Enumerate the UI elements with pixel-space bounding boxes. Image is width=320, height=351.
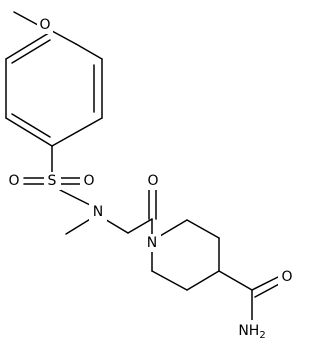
bond-nitrogen-ch2 <box>102 217 129 234</box>
methoxy-oxygen-label: O <box>39 17 50 33</box>
bond-ring-bottom-lowerleft <box>5 117 53 147</box>
sulfonyl-oxygen-right-label: O <box>83 173 94 189</box>
structure-canvas: O S O O N O N O NH2 <box>5 11 296 342</box>
molecule-drawing: O S O O N O N O NH2 <box>5 11 296 342</box>
bond-ch2-carbonyl <box>127 218 153 234</box>
bond-pip-lowerright-bottom <box>186 270 220 291</box>
sulfur-label: S <box>48 173 57 189</box>
bond-amide-o-b <box>254 282 282 298</box>
bonds <box>5 11 282 321</box>
bond-pip-n-upperright <box>159 219 188 237</box>
amide-nitrogen-nh: NH <box>238 323 259 339</box>
atom-labels: O S O O N O N O NH2 <box>5 16 296 342</box>
piperidine-nitrogen-label: N <box>147 235 157 251</box>
bond-ring-upperleft-top <box>5 30 53 60</box>
bond-methoxy-o-ring <box>51 30 77 45</box>
bond-pip-amide-carbon <box>218 270 253 291</box>
bond-nitrogen-methyl <box>65 217 93 235</box>
bond-sulfur-nitrogen <box>59 189 93 207</box>
bond-amide-o-a <box>251 276 279 291</box>
bond-ring-lowerright-bottom <box>51 117 103 147</box>
bond-pip-bottom-lowerleft <box>151 270 188 291</box>
amide-oxygen-label: O <box>281 269 292 285</box>
bond-methyl-methoxy-o <box>13 11 39 26</box>
bond-ring-inner-upperleft <box>11 39 51 64</box>
sulfonyl-oxygen-left-label: O <box>8 173 19 189</box>
sulfonamide-nitrogen-label: N <box>93 204 103 220</box>
bond-ring-top-upperright <box>75 43 103 60</box>
bond-ring-inner-lowerleft <box>11 113 51 138</box>
carbonyl-oxygen-label: O <box>147 173 158 189</box>
amide-nitrogen-subscript: 2 <box>259 330 265 341</box>
bond-pip-upperright-right <box>186 219 220 239</box>
amide-nitrogen-label: NH2 <box>238 323 265 341</box>
